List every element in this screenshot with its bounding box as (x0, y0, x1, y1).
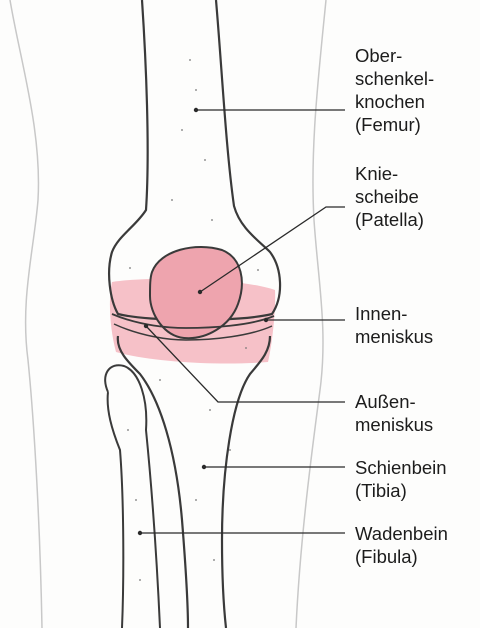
leg-outline-right (296, 0, 326, 628)
tibia-bone (118, 336, 270, 628)
label-medial-meniscus: Innen- meniskus (355, 302, 433, 348)
fibula-bone (105, 365, 160, 628)
label-patella: Knie- scheibe (Patella) (355, 162, 424, 231)
label-lateral-meniscus: Außen- meniskus (355, 390, 433, 436)
label-tibia: Schienbein (Tibia) (355, 456, 447, 502)
leg-outline-left (10, 0, 42, 628)
label-fibula: Wadenbein (Fibula) (355, 522, 448, 568)
label-femur: Ober- schenkel- knochen (Femur) (355, 44, 434, 136)
